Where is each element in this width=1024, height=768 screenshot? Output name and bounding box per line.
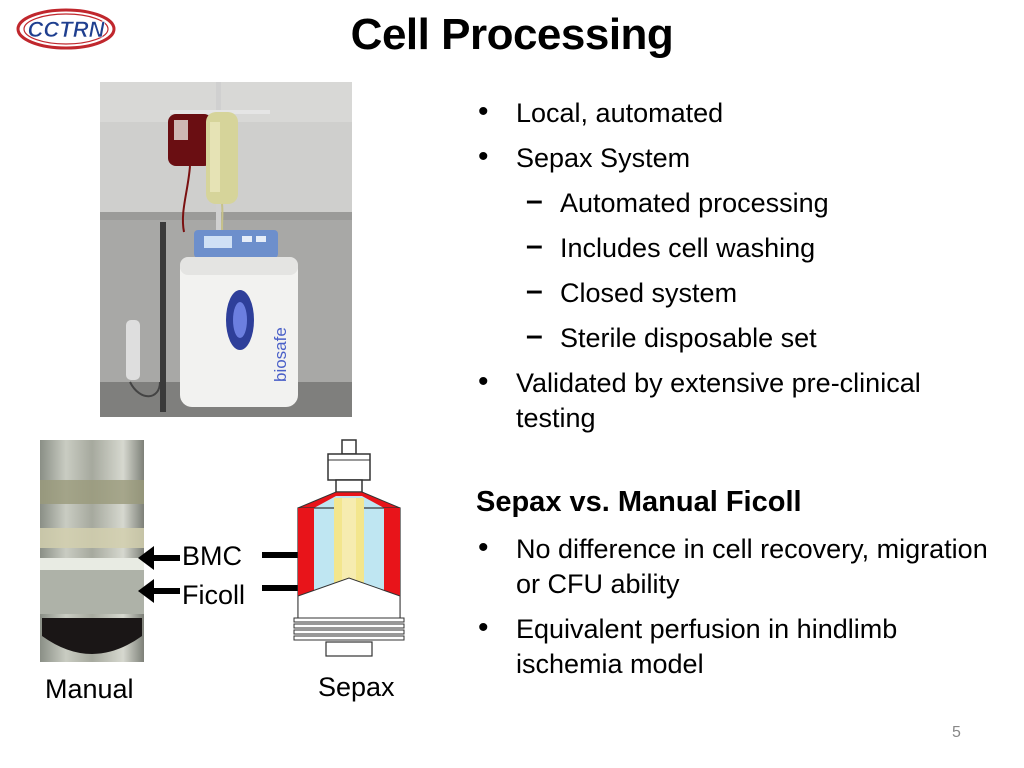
- manual-ficoll-tube-image: [40, 440, 144, 662]
- caption-manual: Manual: [45, 674, 134, 704]
- arrow-left-icon: [138, 579, 180, 603]
- cctrn-logo: CCTRN: [16, 8, 116, 50]
- bullet-item: Validated by extensive pre-clinical test…: [478, 364, 998, 436]
- sub-bullet-item: Includes cell washing: [478, 228, 998, 266]
- bullet-list-bottom: No difference in cell recovery, migratio…: [478, 530, 998, 692]
- bullet-item: Sepax System: [478, 139, 998, 176]
- sub-bullet-item: Sterile disposable set: [478, 318, 998, 356]
- caption-sepax: Sepax: [318, 672, 395, 702]
- bmc-label: BMC: [182, 541, 242, 571]
- sub-bullet-item: Closed system: [478, 273, 998, 311]
- slide-title: Cell Processing: [350, 10, 674, 59]
- sub-bullet-item: Automated processing: [478, 183, 998, 221]
- ficoll-label: Ficoll: [182, 580, 246, 610]
- sepax-device-photo: biosafe: [100, 82, 352, 417]
- logo-text: CCTRN: [28, 17, 106, 42]
- bullet-item: No difference in cell recovery, migratio…: [478, 530, 998, 602]
- bullet-item: Equivalent perfusion in hindlimb ischemi…: [478, 610, 998, 682]
- bullet-list-top: Local, automated Sepax System Automated …: [478, 94, 998, 446]
- section-subheading: Sepax vs. Manual Ficoll: [476, 486, 802, 518]
- sepax-cartridge-diagram: [293, 439, 405, 657]
- arrow-left-icon: [138, 546, 180, 570]
- device-brand: biosafe: [271, 327, 290, 382]
- bullet-item: Local, automated: [478, 94, 998, 131]
- page-number: 5: [952, 724, 961, 741]
